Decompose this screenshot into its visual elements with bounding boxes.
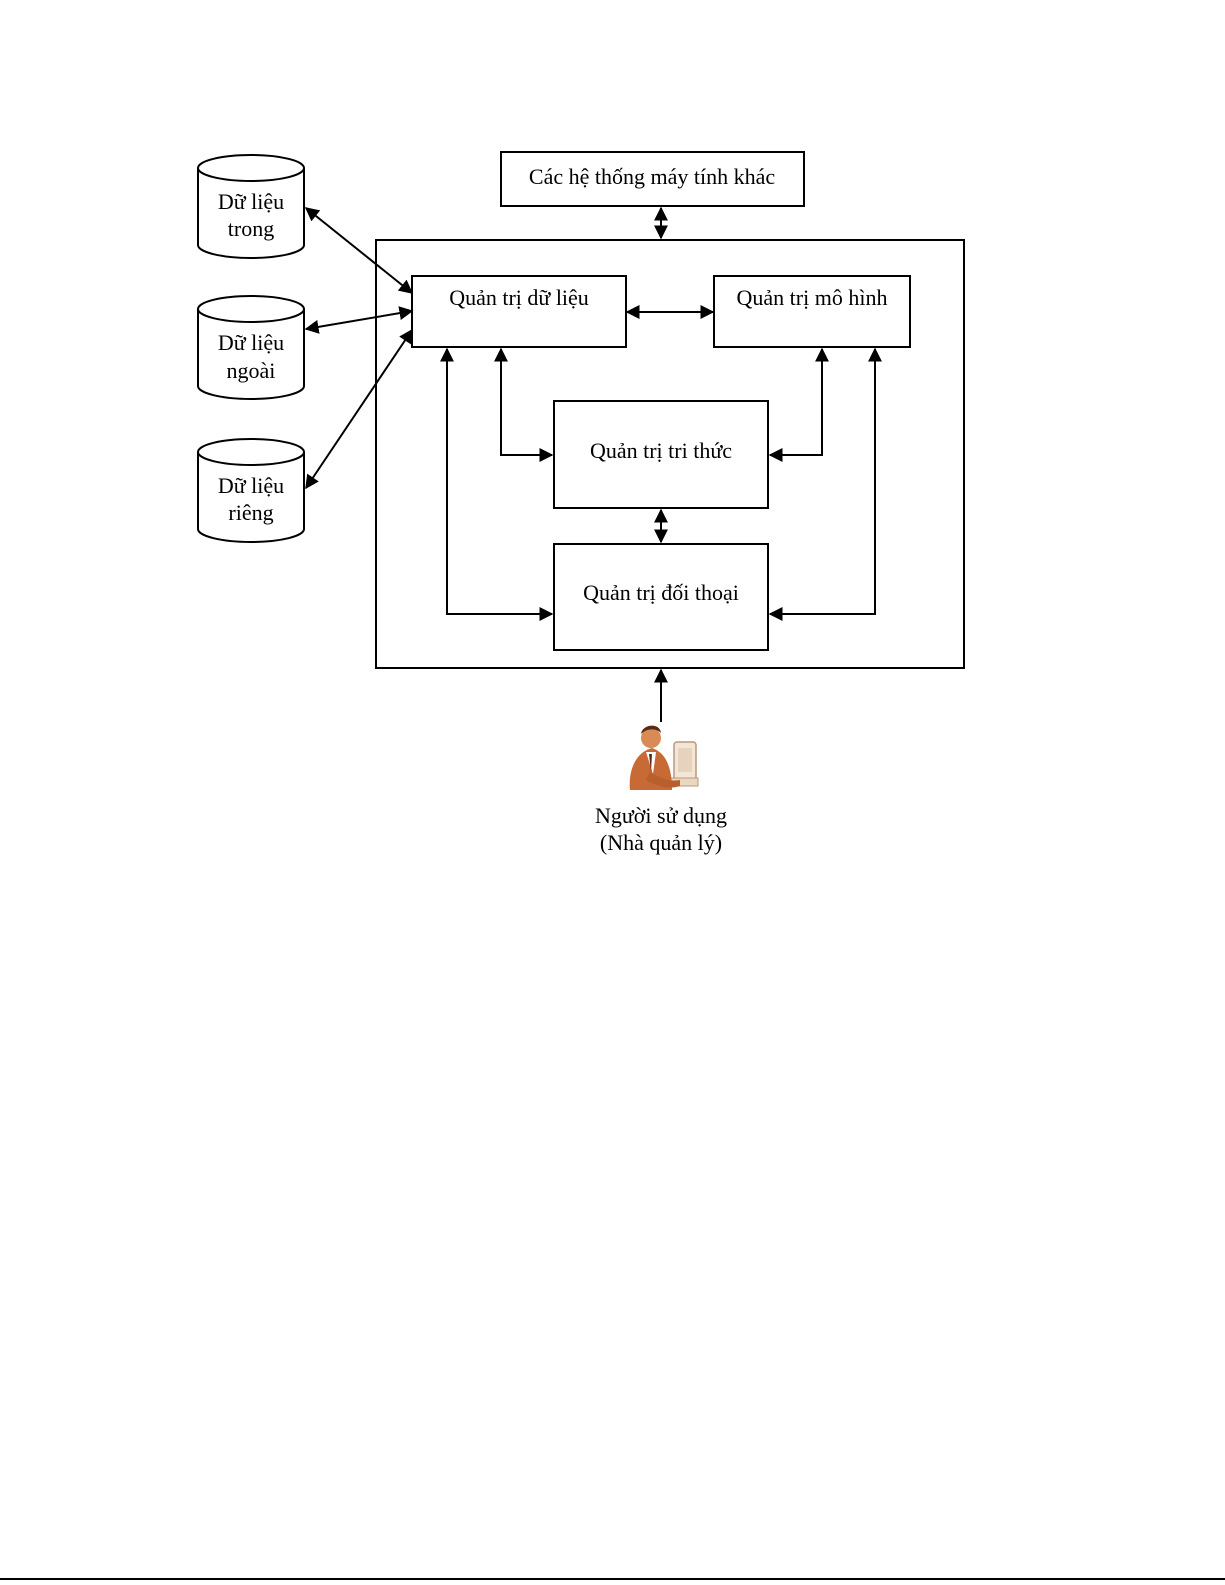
external-systems-box: Các hệ thống máy tính khác — [501, 152, 804, 206]
knowledge-management-label: Quản trị tri thức — [590, 438, 732, 463]
external-systems-label: Các hệ thống máy tính khác — [529, 164, 775, 189]
data-store-private-line2: riêng — [228, 500, 273, 525]
data-store-private: Dữ liệu riêng — [198, 439, 304, 542]
user-at-computer-icon — [630, 726, 698, 790]
model-management-box: Quản trị mô hình — [714, 276, 910, 347]
data-store-private-line1: Dữ liệu — [218, 473, 284, 498]
knowledge-management-box: Quản trị tri thức — [554, 401, 768, 508]
data-management-box: Quản trị dữ liệu — [412, 276, 626, 347]
data-management-label: Quản trị dữ liệu — [449, 285, 589, 310]
data-store-external-line1: Dữ liệu — [218, 330, 284, 355]
dialog-management-box: Quản trị đối thoại — [554, 544, 768, 650]
user-label-line1: Người sử dụng — [595, 803, 727, 828]
data-store-internal: Dữ liệu trong — [198, 155, 304, 258]
page-bottom-rule — [0, 1578, 1225, 1580]
user-label-line2: (Nhà quản lý) — [600, 830, 722, 855]
data-store-external: Dữ liệu ngoài — [198, 296, 304, 399]
data-store-external-line2: ngoài — [227, 358, 276, 383]
dialog-management-label: Quản trị đối thoại — [583, 580, 739, 605]
data-store-internal-line1: Dữ liệu — [218, 189, 284, 214]
data-store-internal-line2: trong — [228, 216, 274, 241]
model-management-label: Quản trị mô hình — [737, 285, 888, 310]
